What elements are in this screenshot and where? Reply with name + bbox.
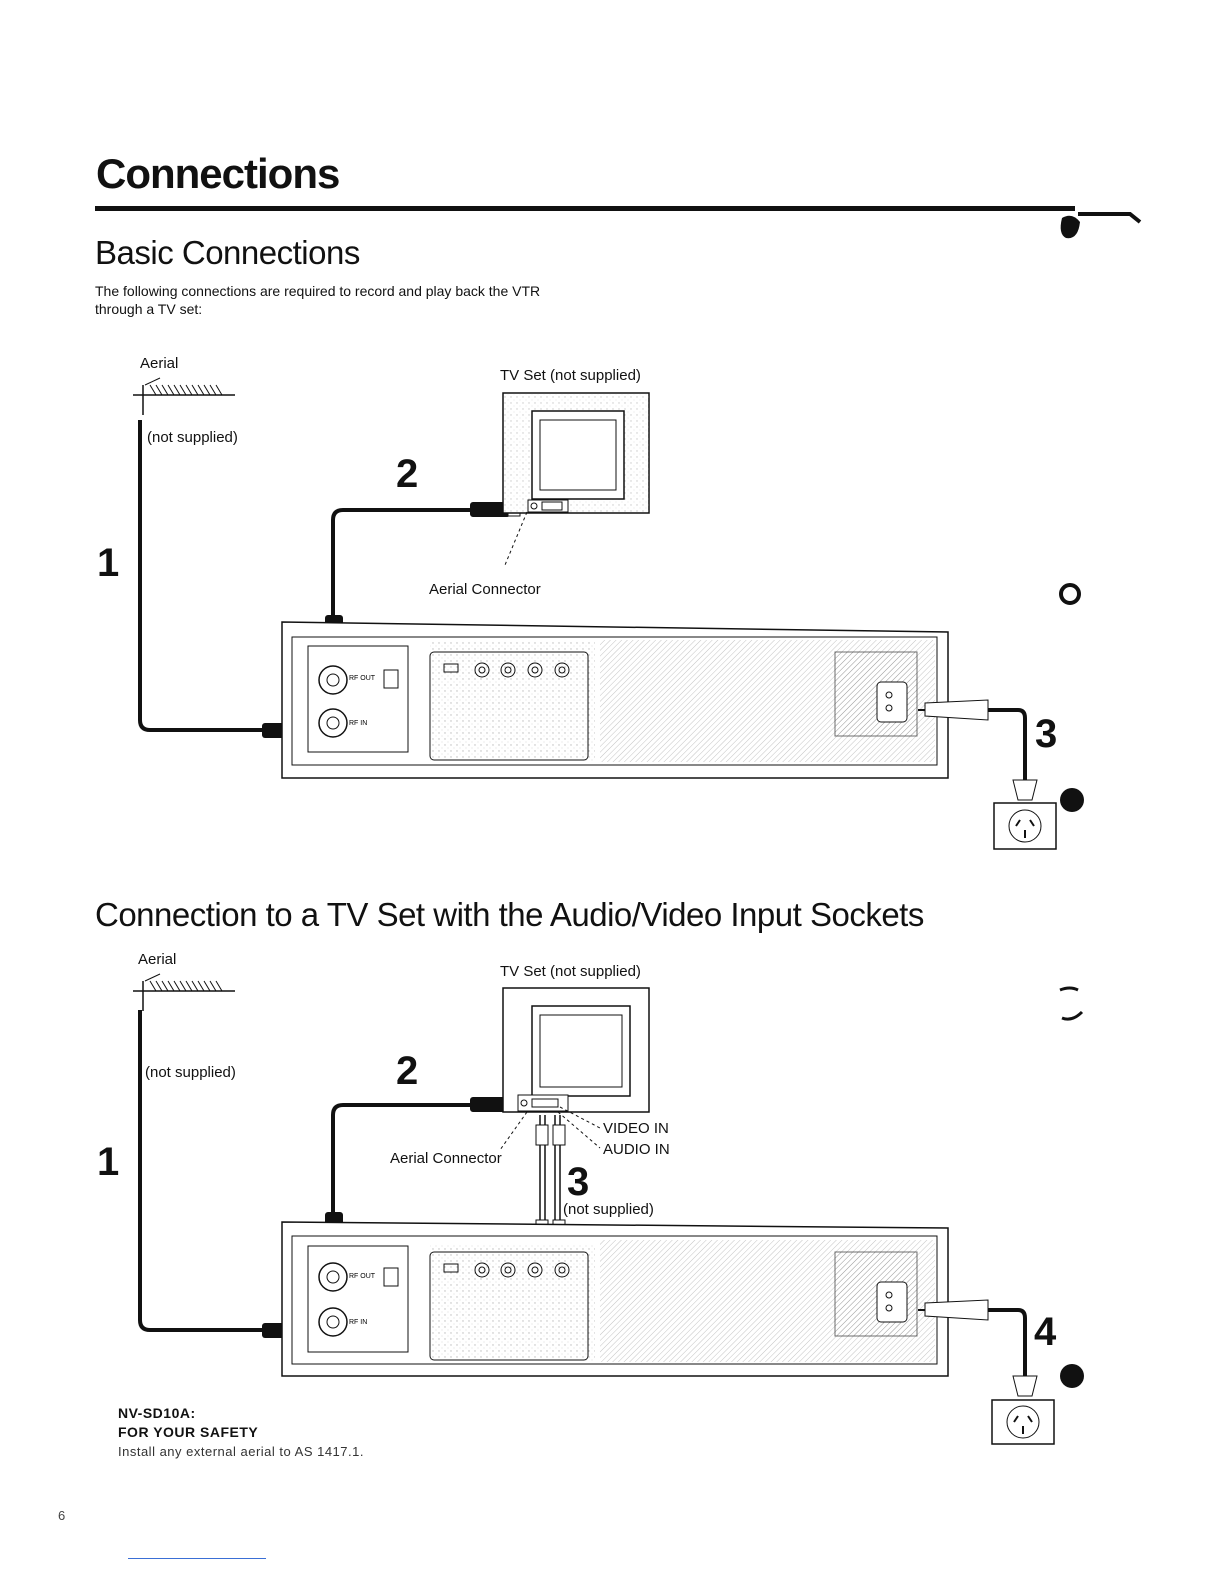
aerial-note-1: (not supplied) [147, 429, 238, 446]
aerial-connector-label-2: Aerial Connector [390, 1150, 502, 1167]
section-heading-av: Connection to a TV Set with the Audio/Vi… [95, 896, 924, 933]
vtr-rear-panel-2: RF OUT RF IN [281, 1221, 949, 1377]
section-heading-basic: Basic Connections [95, 234, 360, 271]
tv-label-2: TV Set (not supplied) [500, 963, 641, 980]
step-1-marker: 1 [97, 541, 120, 585]
tv-label-1: TV Set (not supplied) [500, 367, 641, 384]
binder-marks [1059, 212, 1142, 1388]
safety-model: NV-SD10A: [118, 1405, 196, 1421]
step-2-marker: 2 [396, 452, 419, 496]
aerial-connector-label-1: Aerial Connector [429, 581, 541, 598]
safety-note: NV-SD10A: FOR YOUR SAFETY Install any ex… [118, 1404, 364, 1461]
page-number: 6 [58, 1508, 66, 1523]
safety-heading: FOR YOUR SAFETY [118, 1424, 259, 1440]
wall-outlet-icon-2 [991, 1399, 1055, 1445]
aerial-antenna-icon-2 [133, 973, 235, 1011]
tv-set-icon-2 [502, 987, 650, 1113]
step-4-marker: 4 [1034, 1310, 1057, 1354]
tv-set-icon [502, 392, 650, 514]
title-rule [95, 206, 1075, 211]
footer-line [128, 1558, 266, 1559]
rf-in-label: RF IN [349, 720, 367, 727]
aerial-label-1: Aerial [140, 355, 179, 372]
aerial-antenna-icon [133, 377, 235, 415]
video-in-label: VIDEO IN [603, 1120, 669, 1137]
diagram-basic: RF OUT RF IN [133, 377, 1057, 850]
safety-text: Install any external aerial to AS 1417.1… [118, 1444, 364, 1459]
section-intro: The following connections are required t… [95, 283, 541, 317]
page-title: Connections [96, 150, 340, 197]
av-cable-note: (not supplied) [563, 1201, 654, 1218]
audio-in-label: AUDIO IN [603, 1141, 670, 1158]
rf-in-label-2: RF IN [349, 1319, 367, 1326]
rf-out-label-2: RF OUT [349, 1273, 376, 1280]
aerial-label-2: Aerial [138, 951, 177, 968]
step-3-marker: 3 [1035, 712, 1058, 756]
diagram-av: RF OUT RF IN [133, 973, 1055, 1445]
rf-out-label: RF OUT [349, 675, 376, 682]
aerial-note-2: (not supplied) [145, 1064, 236, 1081]
wall-outlet-icon [993, 802, 1057, 850]
step-2-marker-2: 2 [396, 1049, 419, 1093]
step-1-marker-2: 1 [97, 1140, 120, 1184]
vtr-rear-panel: RF OUT RF IN [281, 621, 949, 779]
step-3-marker-2: 3 [567, 1160, 590, 1204]
